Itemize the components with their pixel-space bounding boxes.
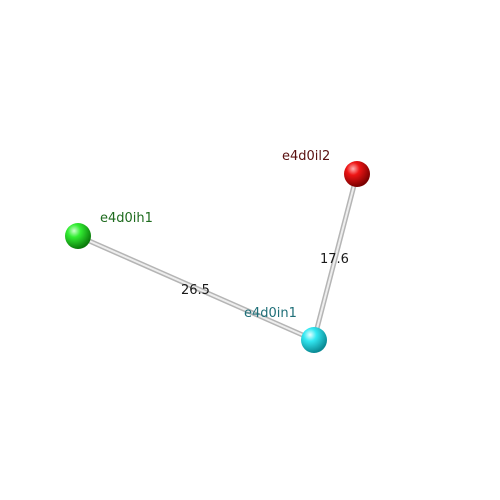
- atom-cyan[interactable]: [301, 327, 327, 353]
- atom-label-green: e4d0ih1: [100, 211, 153, 226]
- atom-red[interactable]: [344, 161, 370, 187]
- bond-red-cyan: [311, 171, 360, 343]
- bond-distance-label-red-cyan: 17.6: [320, 252, 349, 267]
- bond-distance-label-green-cyan: 26.5: [181, 283, 210, 298]
- atom-label-cyan: e4d0in1: [244, 306, 297, 321]
- bond-green-cyan: [75, 233, 317, 343]
- atom-label-red: e4d0il2: [282, 149, 330, 164]
- atom-green[interactable]: [65, 223, 91, 249]
